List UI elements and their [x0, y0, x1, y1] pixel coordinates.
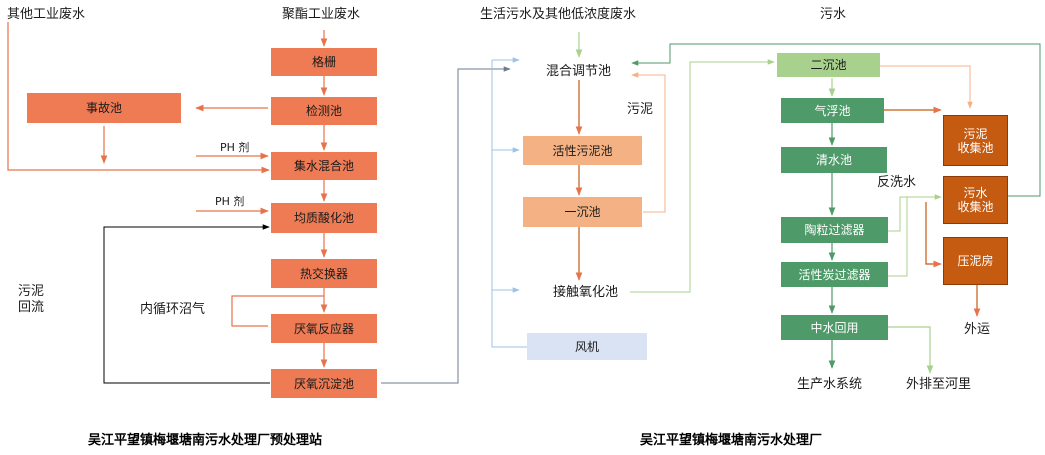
pretreated-effluent-line [381, 66, 511, 384]
filter-press-room-box: 压泥房 [943, 237, 1008, 285]
input-domestic-wastewater: 生活污水及其他低浓度废水 [480, 7, 637, 22]
accident-tank-box: 事故池 [27, 93, 181, 123]
air-flotation-tank-box: 气浮池 [781, 98, 884, 123]
secondary-settling-tank-box: 二沉池 [777, 53, 880, 77]
discharge-to-river-label: 外排至河里 [906, 377, 972, 392]
grille-box: 格栅 [271, 48, 377, 76]
production-water-system-label: 生产水系统 [797, 377, 863, 392]
sludge-return-middle [631, 72, 666, 213]
pretreatment-station-caption: 吴江平望镇梅堰塘南污水处理厂预处理站 [88, 433, 323, 448]
haul-out-label: 外运 [964, 322, 991, 337]
sludge-return-label: 污泥 回流 [18, 284, 45, 315]
ph-agent-label-2: PH 剂 [215, 195, 245, 208]
backwash-lines [888, 194, 942, 277]
wastewater-plant-caption: 吴江平望镇梅堰塘南污水处理厂 [640, 433, 823, 448]
primary-settling-tank-box: 一沉池 [523, 197, 642, 227]
anaerobic-settling-tank-box: 厌氧沉淀池 [271, 369, 377, 398]
mix-regulation-tank-label: 混合调节池 [546, 64, 612, 79]
internal-circulation-biogas-label: 内循环沼气 [140, 302, 206, 317]
equalization-acidification-tank-box: 均质酸化池 [271, 203, 377, 233]
to-secondary-settling-line [630, 59, 775, 293]
input-other-industrial-wastewater: 其他工业废水 [7, 7, 86, 22]
clear-water-tank-box: 清水池 [781, 147, 887, 173]
reclaimed-water-reuse-box: 中水回用 [781, 315, 888, 340]
input-sewage: 污水 [820, 7, 847, 22]
wastewater-collection-tank-box: 污水 收集池 [943, 176, 1008, 224]
anaerobic-reactor-box: 厌氧反应器 [271, 314, 377, 343]
ph-agent-label-1: PH 剂 [220, 141, 250, 154]
activated-carbon-filter-box: 活性炭过滤器 [781, 262, 888, 287]
inspection-tank-box: 检测池 [271, 97, 377, 125]
backwash-water-label: 反洗水 [877, 175, 917, 190]
sludge-return-line [103, 224, 270, 384]
activated-sludge-tank-box: 活性污泥池 [523, 136, 642, 165]
contact-oxidation-tank-label: 接触氧化池 [553, 285, 619, 300]
input-polyester-wastewater: 聚酯工业废水 [282, 7, 361, 22]
sludge-collection-tank-box: 污泥 收集池 [943, 115, 1008, 166]
aeration-lines [491, 57, 527, 348]
ceramsite-filter-box: 陶粒过滤器 [781, 217, 888, 243]
blower-box: 风机 [527, 333, 647, 360]
collection-mix-tank-box: 集水混合池 [271, 152, 377, 180]
heat-exchanger-box: 热交换器 [271, 259, 377, 288]
sludge-label: 污泥 [627, 102, 654, 117]
pretreatment-arrows [7, 22, 328, 368]
